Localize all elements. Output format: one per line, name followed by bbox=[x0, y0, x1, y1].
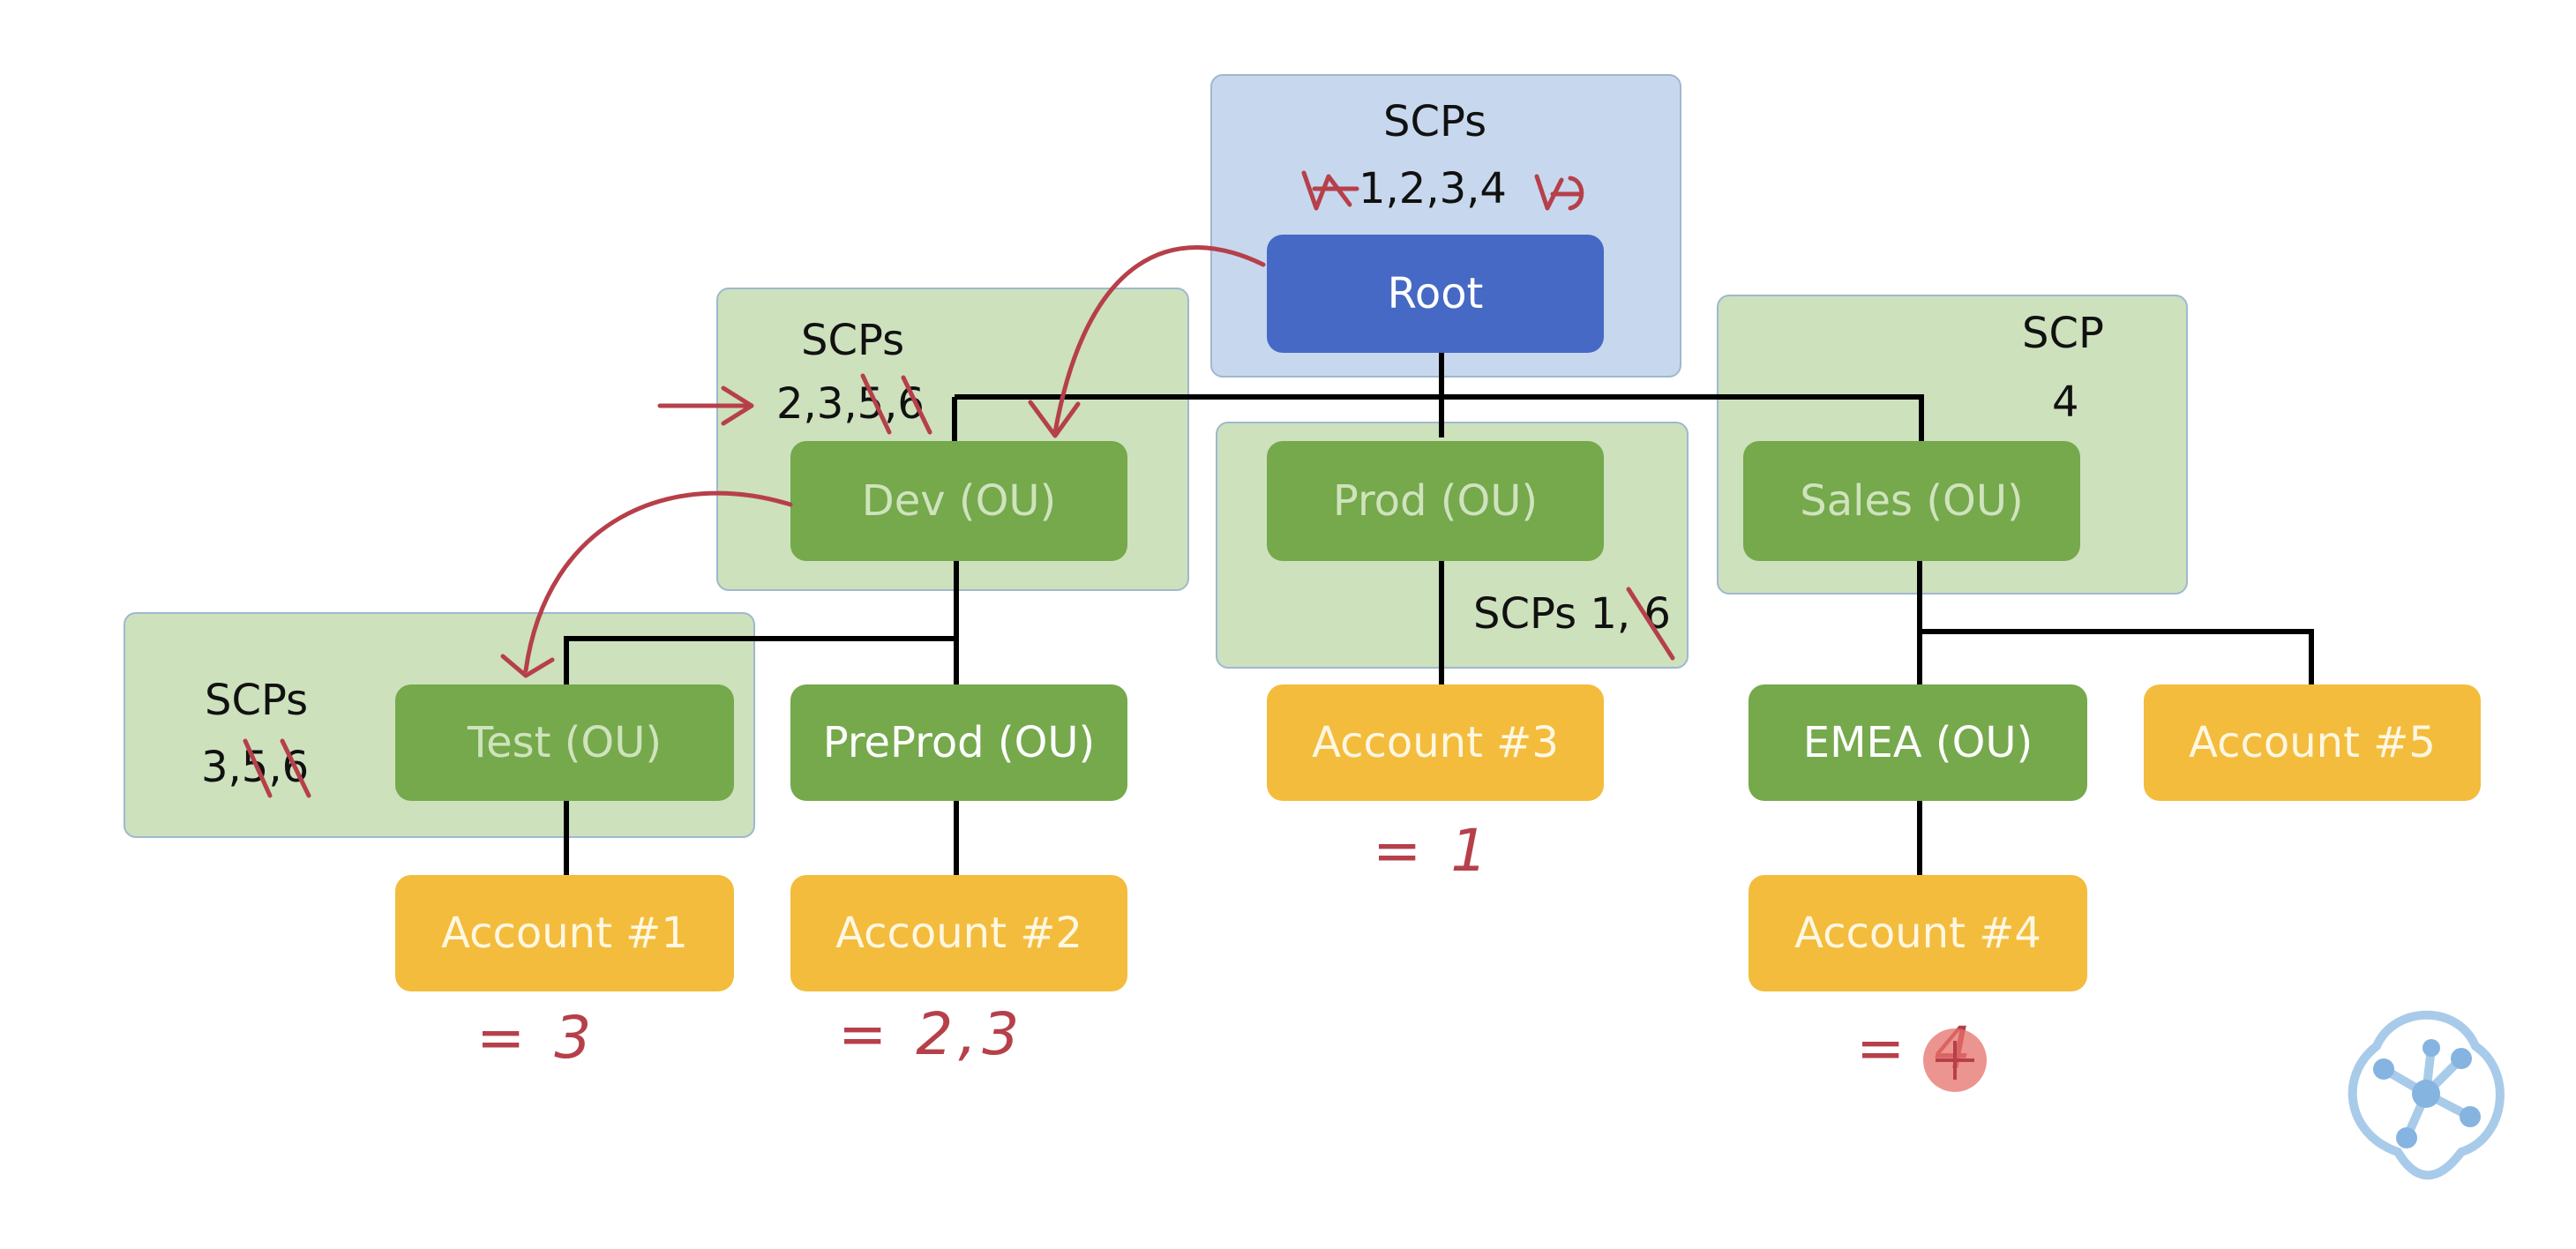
account-3-node: Account #3 bbox=[1267, 684, 1604, 801]
test-ou-node: Test (OU) bbox=[395, 684, 734, 801]
test-scps-title: SCPs bbox=[205, 676, 309, 725]
account-2-effective-note: = 2,3 bbox=[838, 1000, 1025, 1068]
account-1-node: Account #1 bbox=[395, 875, 734, 991]
root-scps-values: 1,2,3,4 bbox=[1359, 164, 1507, 213]
dev-scps-values: 2,3,5,6 bbox=[776, 379, 925, 429]
sales-scp-title: SCP bbox=[2022, 309, 2104, 358]
emea-ou-node: EMEA (OU) bbox=[1749, 684, 2087, 801]
prod-ou-node: Prod (OU) bbox=[1267, 441, 1604, 561]
account-3-effective-note: = 1 bbox=[1373, 817, 1494, 885]
account-4-effective-note: = 4 bbox=[1856, 1014, 1977, 1082]
dev-ou-node: Dev (OU) bbox=[790, 441, 1127, 561]
prod-scps-label: SCPs 1, 6 bbox=[1473, 589, 1671, 639]
account-2-node: Account #2 bbox=[790, 875, 1127, 991]
sales-ou-node: Sales (OU) bbox=[1743, 441, 2080, 561]
root-scps-title: SCPs bbox=[1383, 97, 1487, 146]
account-4-node: Account #4 bbox=[1749, 875, 2087, 991]
account-1-effective-note: = 3 bbox=[476, 1004, 597, 1072]
root-node: Root bbox=[1267, 235, 1604, 353]
account-5-node: Account #5 bbox=[2144, 684, 2481, 801]
dev-scps-title: SCPs bbox=[801, 316, 905, 365]
test-scps-values: 3,5,6 bbox=[201, 743, 310, 792]
preprod-ou-node: PreProd (OU) bbox=[790, 684, 1127, 801]
sales-scp-values: 4 bbox=[2052, 378, 2079, 427]
